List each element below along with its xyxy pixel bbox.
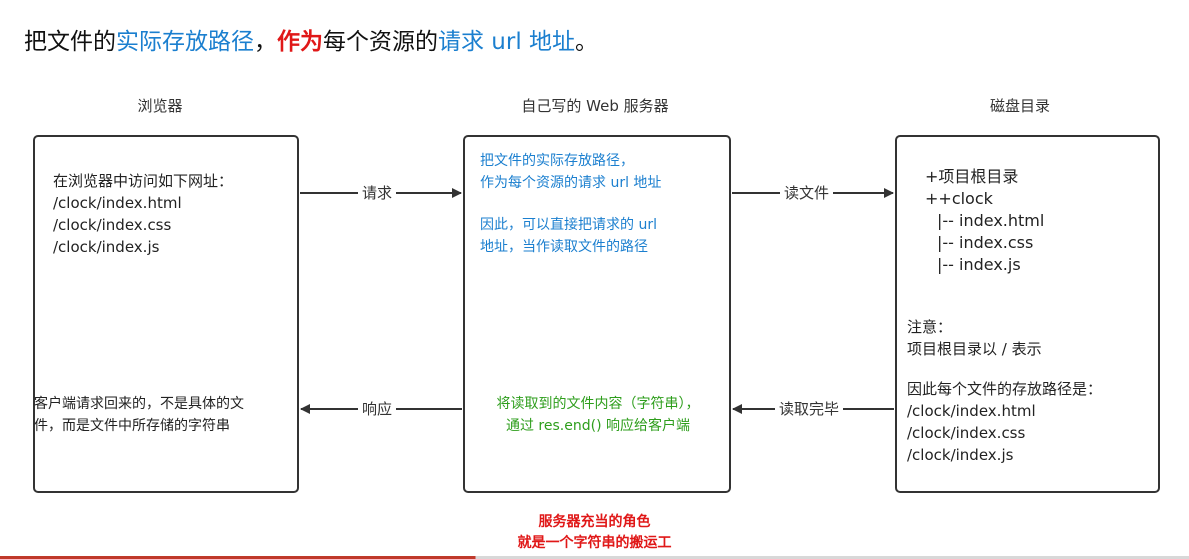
path-line: /clock/index.js [907,446,1014,464]
disk-column-label: 磁盘目录 [989,97,1050,115]
note-line: 注意： [907,318,953,336]
server-role-caption: 服务器充当的角色 就是一个字符串的搬运工 [0,512,1189,554]
browser-response-text: 客户端请求回来的，不是具体的文 件，而是文件中所存储的字符串 [34,393,244,437]
tree-file: |-- index.html [937,211,1045,230]
server-box [463,135,731,493]
note-line: 项目根目录以 / 表示 [907,340,1042,358]
disk-paths: 因此每个文件的存放路径是： /clock/index.html /clock/i… [907,378,1102,466]
bottom-progress-bar [0,556,1189,559]
browser-response-line: 件，而是文件中所存储的字符串 [34,418,230,434]
caption-line: 服务器充当的角色 [538,514,651,530]
caption-line: 就是一个字符串的搬运工 [517,535,672,551]
browser-request-text: 在浏览器中访问如下网址： /clock/index.html /clock/in… [53,170,233,258]
tree-folder: ++clock [925,189,993,208]
server-line: 把文件的实际存放路径， [480,153,634,169]
browser-box [33,135,299,493]
server-line: 地址，当作读取文件的路径 [480,239,648,255]
disk-box [895,135,1160,493]
browser-line: /clock/index.html [53,194,182,212]
tree-root: +项目根目录 [925,167,1019,186]
title-part-3: ， [254,29,277,55]
title-part-5: 每个资源的 [323,29,438,55]
tree-file: |-- index.css [937,233,1034,252]
title-part-6: 请求 url 地址 [438,29,576,55]
page-title: 把文件的实际存放路径，作为每个资源的请求 url 地址。 [24,22,598,56]
path-line: /clock/index.html [907,402,1036,420]
browser-column-label: 浏览器 [137,97,183,115]
title-part-2: 实际存放路径 [116,29,254,55]
browser-line: /clock/index.css [53,216,172,234]
title-part-4: 作为 [277,29,323,55]
server-line: 因此，可以直接把请求的 url [480,217,657,233]
disk-tree: +项目根目录 ++clock |-- index.html |-- index.… [925,166,1044,276]
read-file-label: 读文件 [780,184,834,202]
server-column-label: 自己写的 Web 服务器 [521,97,669,115]
server-response-line: 将读取到的文件内容（字符串）， [496,396,700,412]
request-label: 请求 [358,184,397,202]
response-label: 响应 [358,400,397,418]
read-done-label: 读取完毕 [775,400,844,418]
tree-file: |-- index.js [937,255,1021,274]
title-part-7: 。 [575,29,599,55]
disk-note: 注意： 项目根目录以 / 表示 [907,316,1042,360]
browser-line: 在浏览器中访问如下网址： [53,172,234,190]
server-line: 作为每个资源的请求 url 地址 [480,175,662,191]
path-line: 因此每个文件的存放路径是： [907,380,1103,398]
server-reason-text: 因此，可以直接把请求的 url 地址，当作读取文件的路径 [480,214,657,258]
server-response-line: 通过 res.end() 响应给客户端 [505,418,690,434]
browser-line: /clock/index.js [53,238,160,256]
title-part-1: 把文件的 [24,29,116,55]
server-response-text: 将读取到的文件内容（字符串）， 通过 res.end() 响应给客户端 [467,393,729,437]
path-line: /clock/index.css [907,424,1026,442]
server-path-text: 把文件的实际存放路径， 作为每个资源的请求 url 地址 [480,150,661,194]
browser-response-line: 客户端请求回来的，不是具体的文 [34,396,244,412]
